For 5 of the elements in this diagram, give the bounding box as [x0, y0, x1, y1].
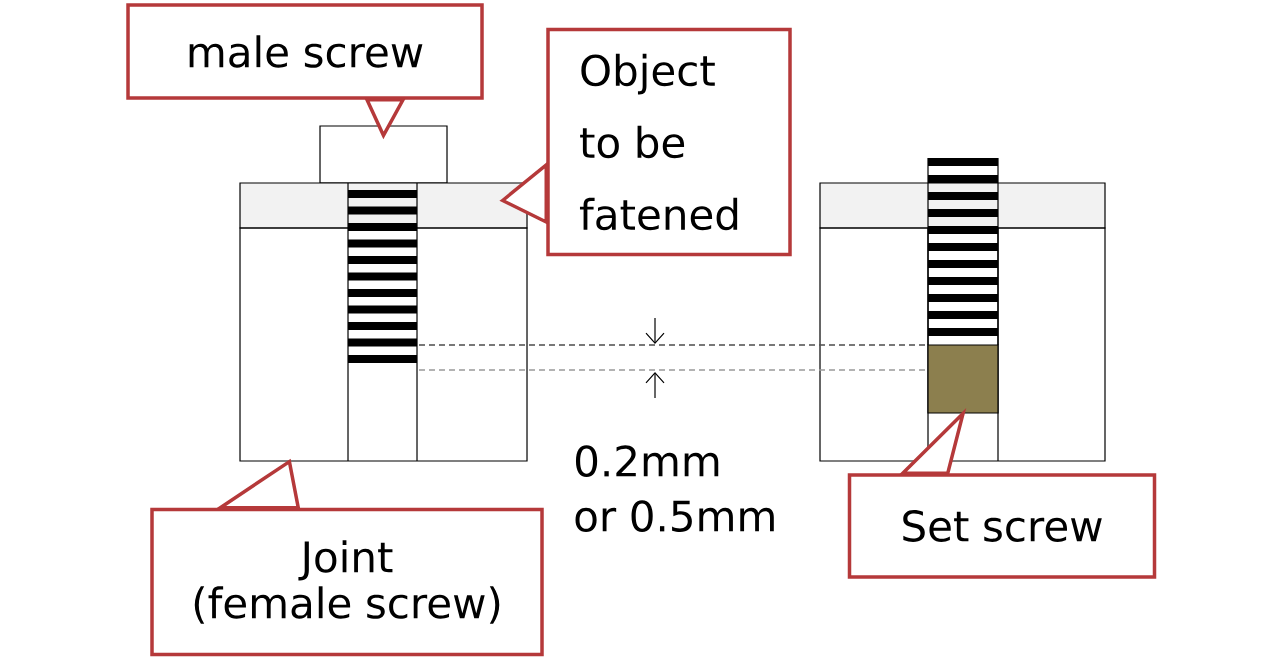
dimension-label: 0.2mm or 0.5mm — [575, 445, 774, 532]
joint-block — [239, 227, 528, 462]
set-screw — [927, 344, 999, 414]
callout-box: Object to be fatened — [546, 27, 792, 257]
callout-box: male screw — [126, 3, 484, 100]
